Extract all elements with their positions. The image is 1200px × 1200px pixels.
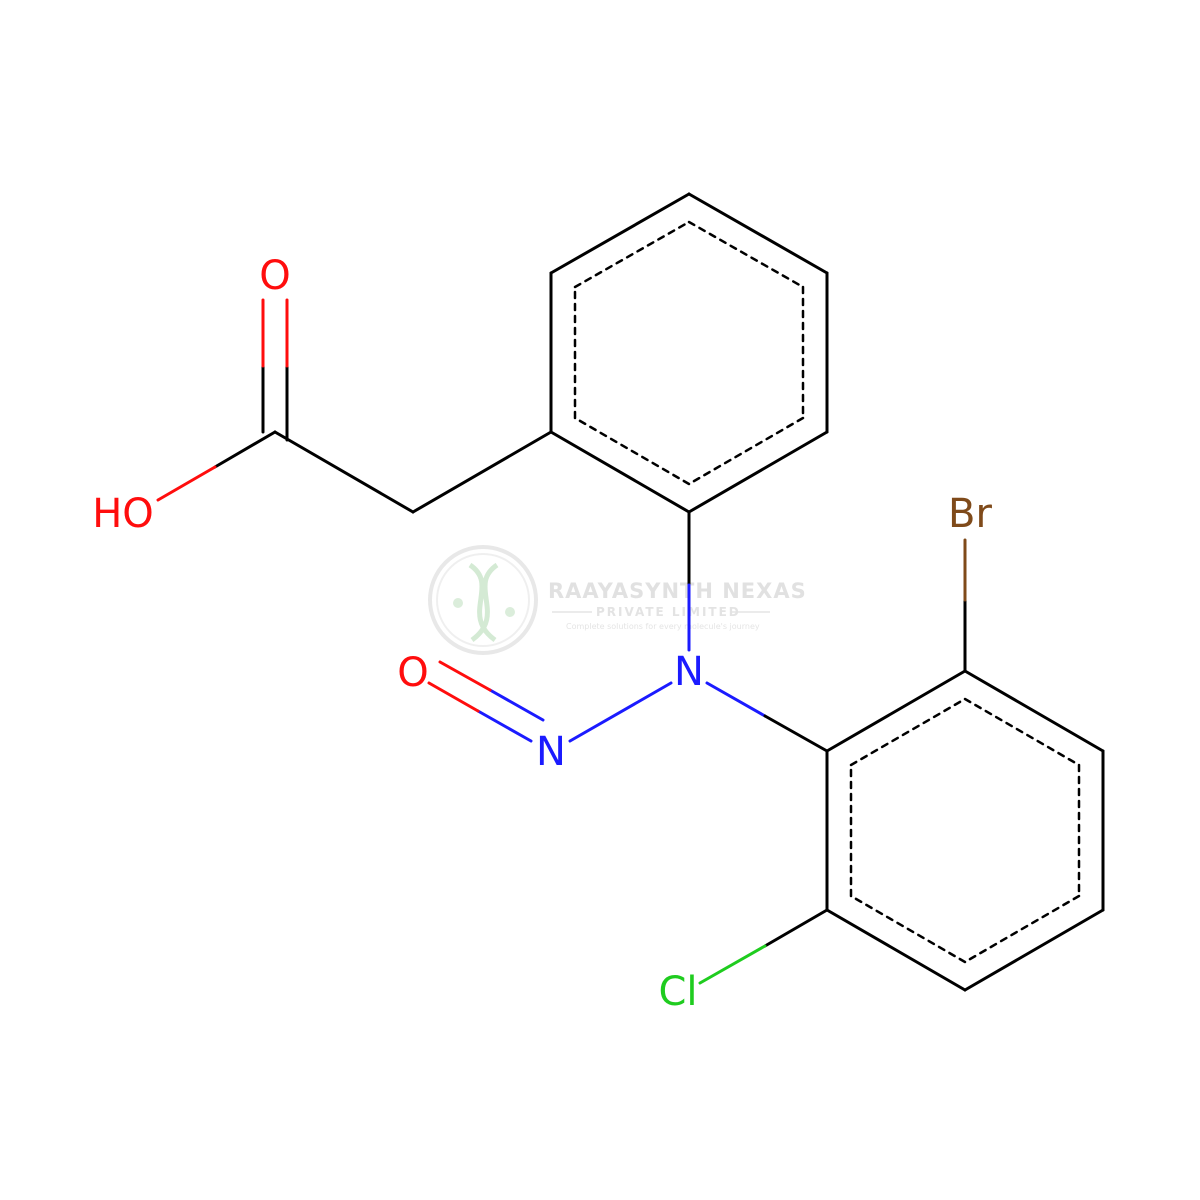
bond-c-oh xyxy=(213,430,277,469)
bond-n-o-b-blue xyxy=(488,688,545,722)
bond xyxy=(825,669,967,753)
bond-n-n xyxy=(568,681,673,743)
bond xyxy=(963,669,1105,753)
atom-bromine: Br xyxy=(948,491,992,537)
lower-benzene-ring xyxy=(825,669,1105,992)
atom-nitroso-oxygen: O xyxy=(397,650,428,696)
bond-n-o-a-blue xyxy=(476,709,533,743)
watermark-company: RAAYASYNTH NEXAS xyxy=(548,579,807,603)
bond-n-ring2-blue xyxy=(705,681,767,718)
aromatic-dashes xyxy=(573,220,805,486)
bond-ring-cl xyxy=(763,908,829,948)
bond xyxy=(687,430,829,514)
upper-benzene-ring xyxy=(549,192,829,514)
bond-n-o-a-red xyxy=(427,681,480,713)
watermark-tagline: Complete solutions for every molecule's … xyxy=(566,622,760,631)
watermark-logo-ring xyxy=(428,545,538,655)
bond xyxy=(687,192,829,275)
atom-nitroso-nitrogen: N xyxy=(536,729,566,775)
bond xyxy=(549,430,691,514)
watermark-logo-inner xyxy=(436,553,530,647)
atom-amine-nitrogen: N xyxy=(674,649,704,695)
bond-ring-ch2 xyxy=(411,430,553,514)
acetic-acid-chain xyxy=(156,298,553,514)
watermark-subtitle: PRIVATE LIMITED xyxy=(596,605,741,619)
bond-n-ring2 xyxy=(763,714,829,753)
watermark: RAAYASYNTH NEXAS PRIVATE LIMITED Complet… xyxy=(428,545,807,655)
bond-n-o-b-red xyxy=(438,660,492,692)
atom-chlorine: Cl xyxy=(658,969,697,1015)
amine-bonds xyxy=(427,510,829,753)
aromatic-dashes xyxy=(849,697,1081,964)
bond-ring-cl-green xyxy=(698,944,767,985)
bond xyxy=(963,908,1105,992)
bond-c-oh-o xyxy=(156,465,217,502)
bond xyxy=(549,192,691,275)
bond xyxy=(825,908,967,992)
atom-carbonyl-oxygen: O xyxy=(259,253,290,299)
bond-ch2-cooh xyxy=(273,430,415,514)
dna-helix-icon xyxy=(453,562,515,643)
atom-hydroxyl: HO xyxy=(92,491,154,537)
halogen-bonds xyxy=(698,538,967,985)
